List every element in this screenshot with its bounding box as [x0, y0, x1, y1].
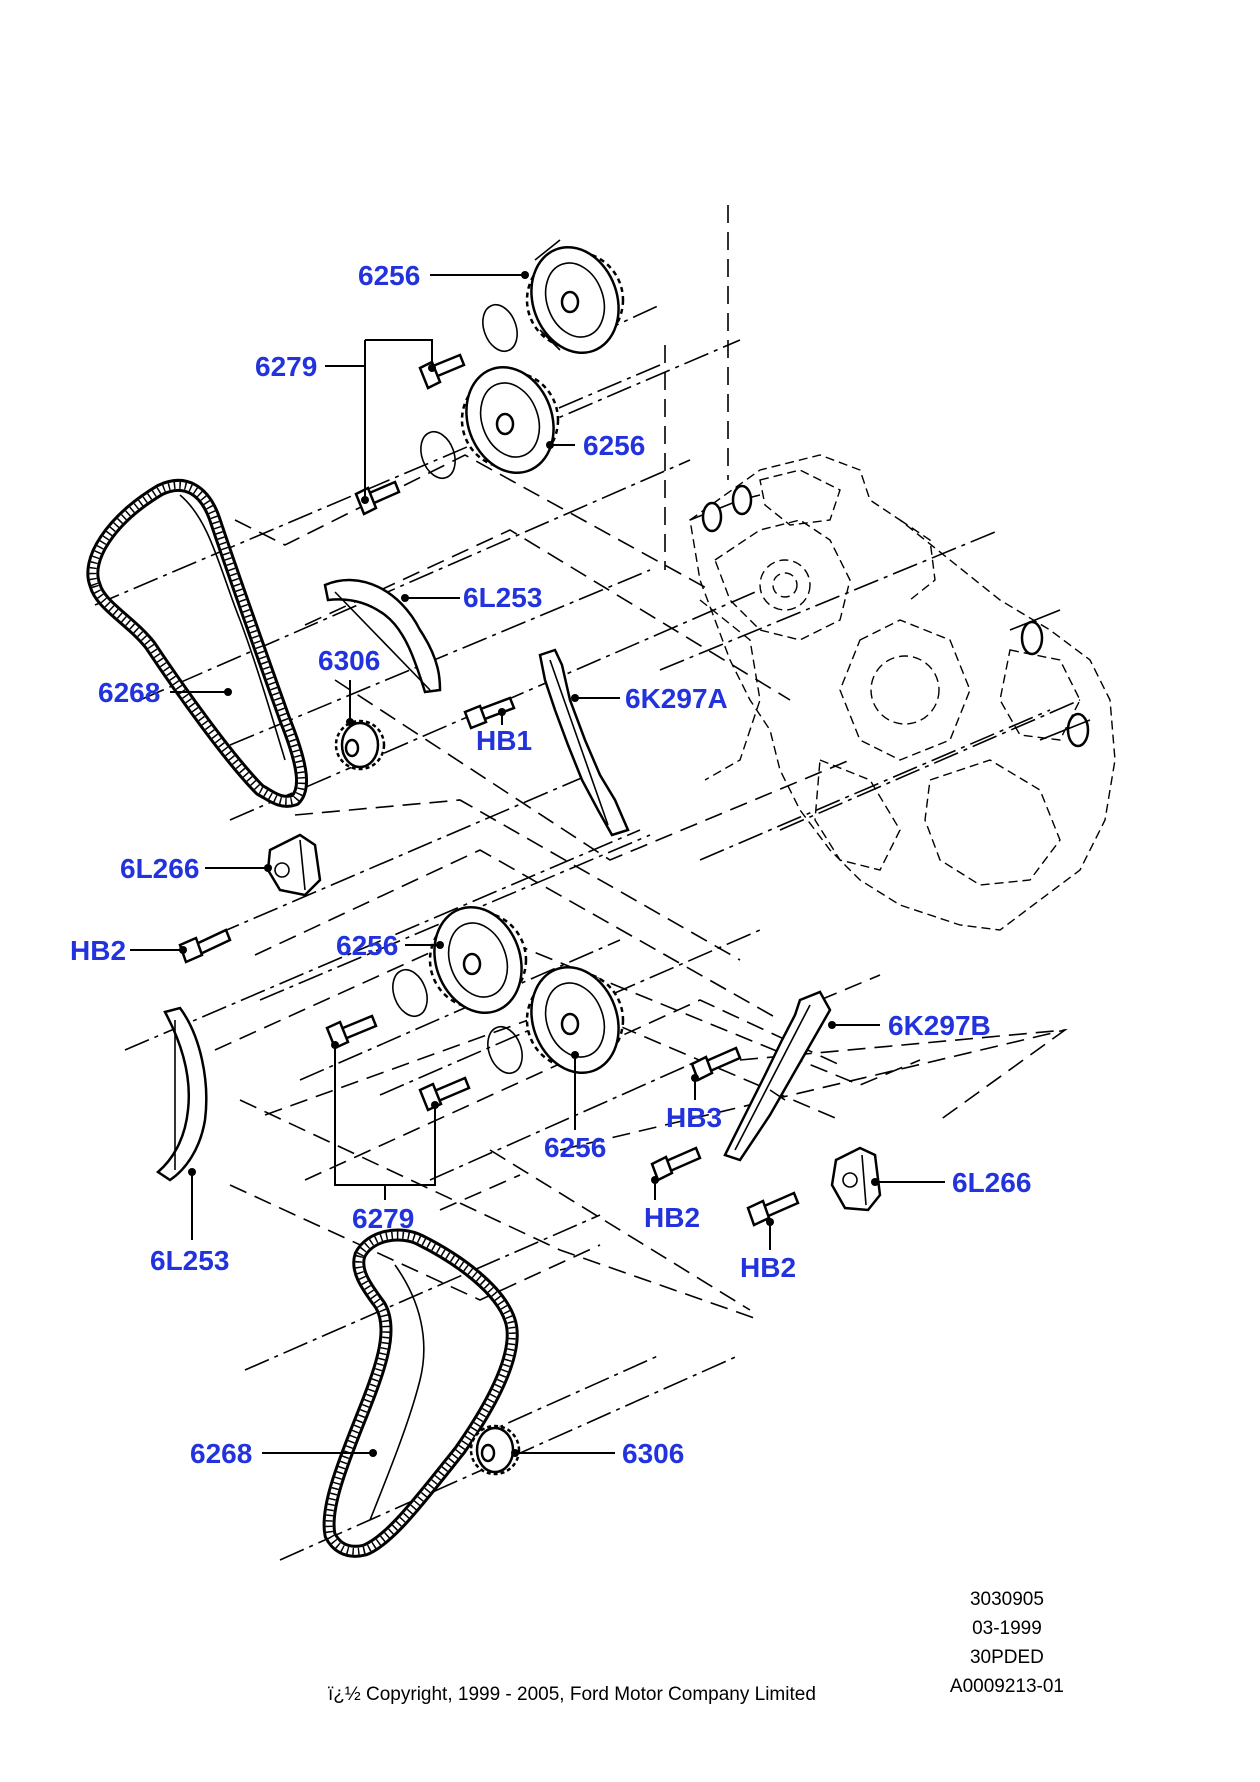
washer-upper-1 — [482, 303, 518, 353]
leader-lines — [130, 271, 945, 1457]
callout-6256-upper-1: 6256 — [358, 260, 420, 291]
timing-chain-upper — [86, 479, 309, 808]
drawing-id: A0009213-01 — [949, 1676, 1064, 1697]
bolt-hb3 — [690, 1046, 742, 1082]
drawing-code: 30PDED — [969, 1647, 1044, 1668]
timing-chain-lower — [322, 1228, 519, 1558]
callout-6L266-lower: 6L266 — [952, 1167, 1031, 1198]
camshaft-sprocket-upper-2 — [460, 366, 560, 474]
drawing-reference-block: 3030905 03-1999 30PDED A0009213-01 — [950, 1585, 1064, 1701]
callout-6256-upper-2: 6256 — [583, 430, 645, 461]
callout-6279-upper: 6279 — [255, 351, 317, 382]
callout-HB2-middle: HB2 — [644, 1202, 700, 1233]
callout-6K297B: 6K297B — [888, 1010, 991, 1041]
bolt-hb2-left — [178, 928, 232, 964]
callout-6L266-upper: 6L266 — [120, 853, 199, 884]
callout-6L253-upper: 6L253 — [463, 582, 542, 613]
crank-sprocket-upper — [334, 719, 386, 771]
chain-tensioner-upper — [266, 833, 322, 897]
axis-lines — [94, 304, 1081, 1561]
bolt-hb2-middle — [650, 1146, 702, 1182]
bolt-hb1 — [463, 696, 516, 730]
sprocket-bolt-lower-1 — [325, 1014, 378, 1050]
callout-6306-upper: 6306 — [318, 645, 380, 676]
callout-HB2-left: HB2 — [70, 935, 126, 966]
drawing-number: 3030905 — [969, 1589, 1044, 1610]
tensioner-arm-lower — [723, 990, 832, 1162]
callout-6256-lower-1: 6256 — [336, 930, 398, 961]
sprocket-bolt-lower-2 — [418, 1076, 471, 1112]
callout-6306-lower: 6306 — [622, 1438, 684, 1469]
bolt-hb2-right — [746, 1191, 800, 1227]
washer-upper-2 — [420, 430, 456, 480]
camshaft-sprocket-lower-2 — [525, 966, 625, 1074]
callout-HB1: HB1 — [476, 725, 532, 756]
camshaft-sprocket-upper-1 — [525, 239, 625, 354]
callout-6268-lower: 6268 — [190, 1438, 252, 1469]
crank-sprocket-lower — [469, 1424, 521, 1476]
callout-HB2-right: HB2 — [740, 1252, 796, 1283]
engine-block-outline — [689, 454, 1116, 931]
washer-lower-1 — [392, 968, 428, 1018]
drawing-date: 03-1999 — [972, 1618, 1042, 1639]
sprocket-bolt-upper-1 — [418, 353, 466, 390]
callout-labels: 6256 6279 6256 6L253 6306 6268 6K297A HB… — [70, 260, 1031, 1469]
chain-tensioner-lower — [830, 1146, 882, 1212]
callout-6279-lower: 6279 — [352, 1203, 414, 1234]
dashed-lines — [214, 205, 1068, 1321]
callout-6L253-lower: 6L253 — [150, 1245, 229, 1276]
chain-guide-upper — [323, 578, 442, 694]
camshaft-sprocket-lower-1 — [428, 906, 528, 1014]
copyright-notice: ï¿½ Copyright, 1999 - 2005, Ford Motor C… — [328, 1684, 816, 1705]
callout-6256-lower-2: 6256 — [544, 1132, 606, 1163]
callout-6268-upper: 6268 — [98, 677, 160, 708]
callout-6K297A: 6K297A — [625, 683, 728, 714]
tensioner-arm-upper — [538, 648, 630, 837]
callout-HB3: HB3 — [666, 1102, 722, 1133]
chain-guide-lower — [155, 1006, 208, 1182]
washer-lower-2 — [487, 1025, 523, 1075]
